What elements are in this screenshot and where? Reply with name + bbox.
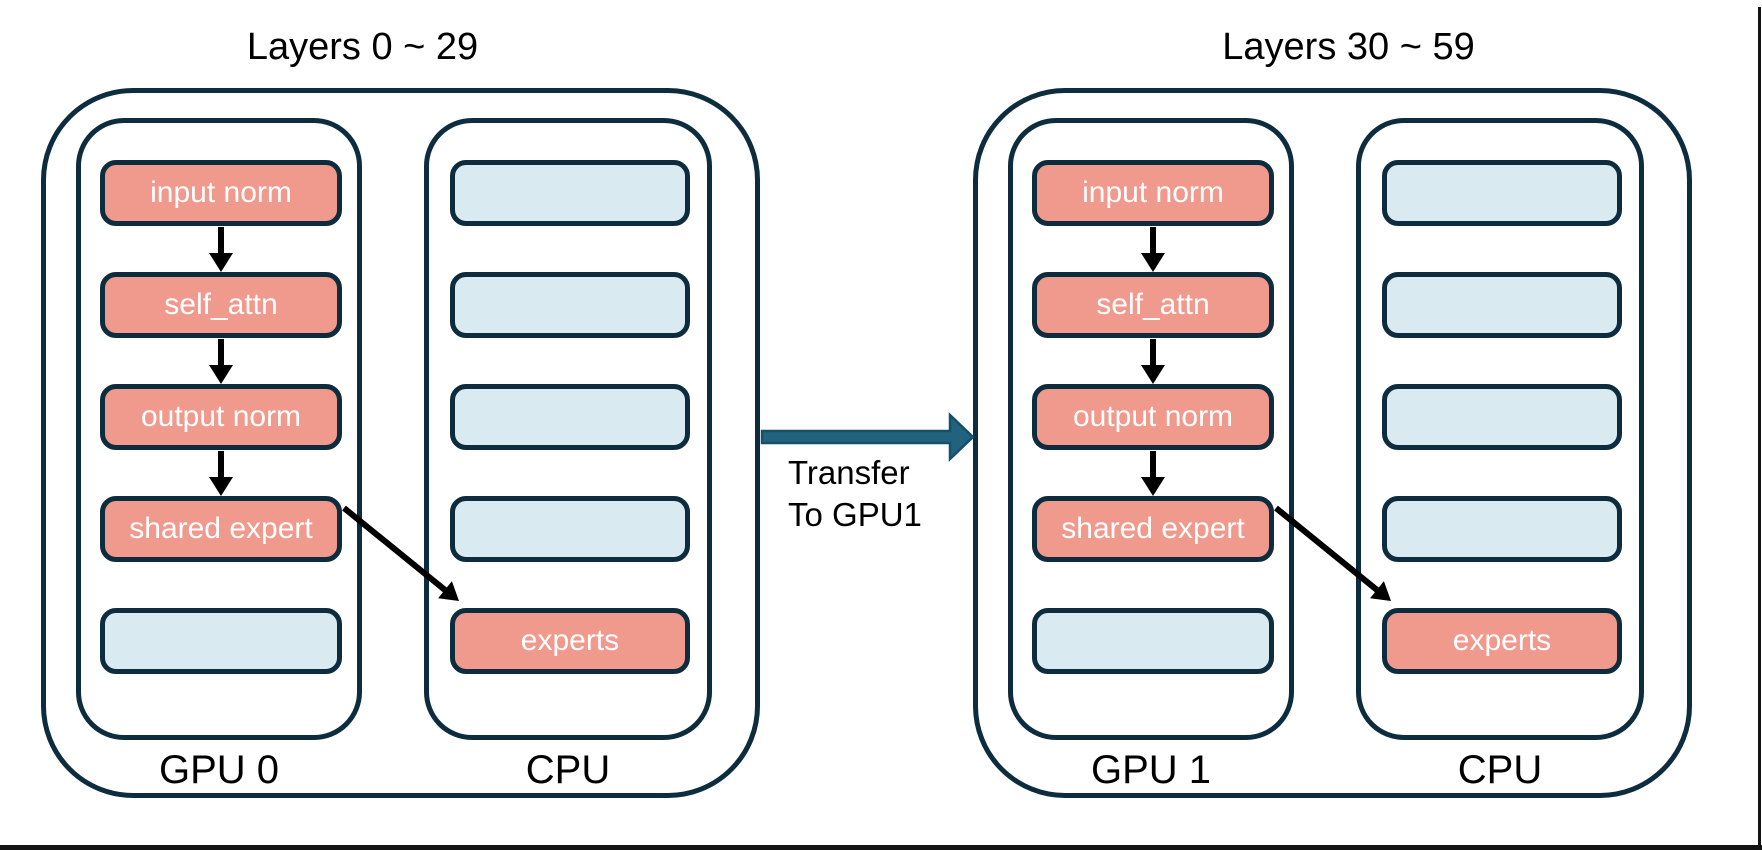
layer-group-30-59: Layers 30 ~ 59 input norm self_attn outp… — [973, 0, 1692, 850]
module-box-experts: experts — [1382, 608, 1622, 674]
module-box-input-norm: input norm — [100, 160, 342, 226]
empty-slot — [1382, 160, 1622, 226]
layer-group-0-29: Layers 0 ~ 29 input norm self_attn outpu… — [41, 0, 760, 850]
transfer-label-line2: To GPU1 — [788, 496, 922, 533]
cpu-label: CPU — [1457, 748, 1543, 792]
slide-bottom-border — [0, 845, 1762, 850]
empty-slot — [1382, 496, 1622, 562]
empty-slot — [450, 160, 690, 226]
module-box-output-norm: output norm — [1032, 384, 1274, 450]
slide-right-border — [1758, 7, 1761, 850]
empty-slot — [450, 272, 690, 338]
module-box-input-norm: input norm — [1032, 160, 1274, 226]
cpu-label: CPU — [525, 748, 611, 792]
group-title: Layers 30 ~ 59 — [1222, 26, 1475, 68]
empty-slot — [1382, 272, 1622, 338]
transfer-label-line1: Transfer — [788, 454, 910, 491]
transfer-label: Transfer To GPU1 — [788, 452, 922, 536]
empty-slot — [450, 496, 690, 562]
module-box-self-attn: self_attn — [100, 272, 342, 338]
module-box-output-norm: output norm — [100, 384, 342, 450]
gpu1-label: GPU 1 — [1090, 748, 1212, 792]
module-box-self-attn: self_attn — [1032, 272, 1274, 338]
gpu0-label: GPU 0 — [158, 748, 280, 792]
empty-slot — [1382, 384, 1622, 450]
empty-slot — [1032, 608, 1274, 674]
empty-slot — [450, 384, 690, 450]
module-box-shared-expert: shared expert — [100, 496, 342, 562]
group-title: Layers 0 ~ 29 — [246, 26, 479, 68]
module-box-experts: experts — [450, 608, 690, 674]
module-box-shared-expert: shared expert — [1032, 496, 1274, 562]
empty-slot — [100, 608, 342, 674]
